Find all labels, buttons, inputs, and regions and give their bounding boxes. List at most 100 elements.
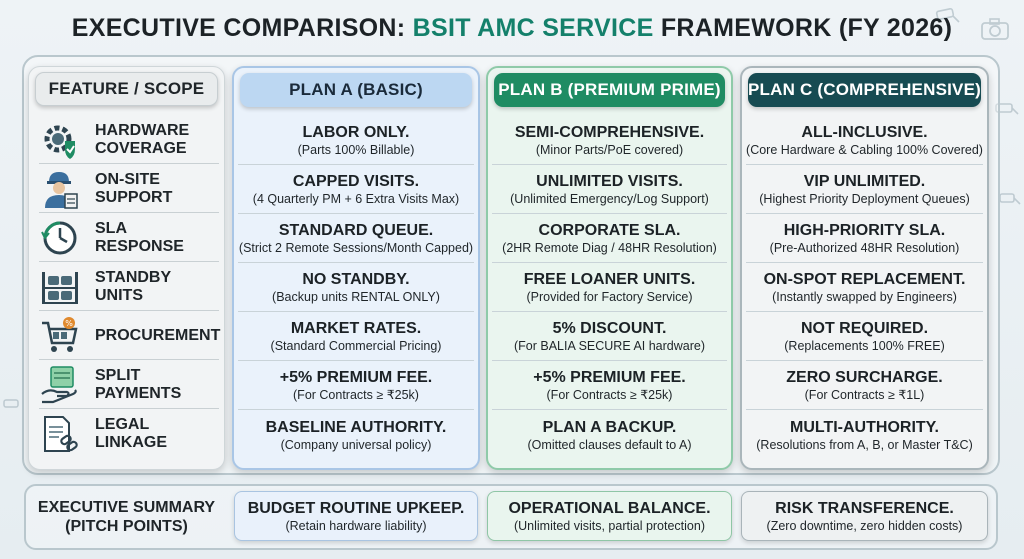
cell-sub: (Provided for Factory Service) — [526, 290, 693, 304]
camera-shelf-icon — [42, 271, 78, 304]
plan-a-header: PLAN A (BASIC) — [240, 73, 472, 107]
cell-main: +5% PREMIUM FEE. — [279, 369, 433, 386]
cell-main: UNLIMITED VISITS. — [536, 173, 683, 190]
cctv-camera-icon — [3, 399, 19, 408]
summary-sub: (Unlimited visits, partial protection) — [513, 518, 706, 533]
summary-plan-a: BUDGET ROUTINE UPKEEP.(Retain hardware l… — [234, 491, 478, 541]
cell-sub: (Company universal policy) — [280, 437, 432, 452]
cell-main: 5% DISCOUNT. — [552, 320, 667, 337]
plan-a-column: PLAN A (BASIC) LABOR ONLY. (Parts 100% Bi… — [232, 66, 480, 470]
plan-a-cell-standby: NO STANDBY. (Backup units RENTAL ONLY) — [238, 264, 474, 312]
plan-a-cell-split-payments: +5% PREMIUM FEE.(For Contracts ≥ ₹25k) — [238, 362, 474, 410]
plan-c-cell-hardware: ALL-INCLUSIVE.(Core Hardware & Cabling 1… — [746, 117, 983, 165]
plan-a-cell-legal: BASELINE AUTHORITY.(Company universal po… — [238, 411, 474, 459]
page-title: EXECUTIVE COMPARISON: BSIT AMC SERVICE F… — [0, 14, 1024, 43]
clock-icon — [41, 221, 77, 254]
plan-c-cell-standby: ON-SPOT REPLACEMENT. (Instantly swapped b… — [746, 264, 983, 312]
cell-main: HIGH-PRIORITY SLA. — [783, 222, 946, 239]
feature-row-standby: STANDBY UNITS — [39, 263, 219, 311]
title-accent: BSIT AMC SERVICE — [412, 14, 654, 42]
cell-sub: (Resolutions from A, B, or Master T&C) — [756, 437, 973, 452]
cell-sub: (Instantly swapped by Engineers) — [772, 290, 957, 304]
feature-row-onsite: ON-SITE SUPPORT — [39, 165, 219, 213]
cell-main: ZERO SURCHARGE. — [786, 369, 943, 386]
cell-sub: (Replacements 100% FREE) — [784, 339, 945, 353]
cell-main: VIP UNLIMITED. — [803, 173, 926, 190]
summary-main: RISK TRANSFERENCE. — [775, 499, 954, 517]
cell-sub: (For Contracts ≥ ₹25k) — [546, 388, 673, 402]
feature-row-legal: LEGAL LINKAGE — [39, 410, 219, 458]
cell-main: ALL-INCLUSIVE. — [801, 124, 928, 141]
plan-b-cell-procurement: 5% DISCOUNT.(For BALIA SECURE AI hardwar… — [492, 313, 727, 361]
cell-main: NOT REQUIRED. — [800, 320, 929, 337]
cell-sub: (Strict 2 Remote Sessions/Month Capped) — [238, 241, 474, 255]
cctv-camera-icon — [995, 103, 1019, 115]
svg-text:%: % — [65, 319, 73, 328]
cell-sub: (2HR Remote Diag / 48HR Resolution) — [502, 241, 717, 255]
plan-b-cell-standby: FREE LOANER UNITS. (Provided for Factory … — [492, 264, 727, 312]
cell-main: CORPORATE SLA. — [538, 222, 681, 239]
title-suffix: FRAMEWORK (FY 2026) — [660, 14, 953, 42]
cell-main: ON-SPOT REPLACEMENT. — [763, 271, 966, 288]
camera-icon — [981, 18, 1009, 40]
cell-sub: (For Contracts ≥ ₹1L) — [804, 388, 925, 402]
cell-sub: (Backup units RENTAL ONLY) — [272, 290, 440, 304]
plan-b-column: PLAN B (PREMIUM PRIME) SEMI-COMPREHENSIV… — [486, 66, 733, 470]
plan-c-cell-procurement: NOT REQUIRED. (Replacements 100% FREE) — [746, 313, 983, 361]
technician-icon — [45, 171, 78, 209]
cell-sub: (4 Quarterly PM + 6 Extra Visits Max) — [252, 192, 460, 206]
plan-a-cell-procurement: MARKET RATES. (Standard Commercial Pricin… — [238, 313, 474, 361]
executive-summary-label: EXECUTIVE SUMMARY (PITCH POINTS) — [37, 499, 216, 535]
feature-row-procurement: % PROCUREMENT — [39, 312, 221, 360]
plan-c-header: PLAN C (COMPREHENSIVE) — [748, 73, 981, 107]
feature-label: SPLIT PAYMENTS — [95, 366, 182, 402]
plan-b-cell-split-payments: +5% PREMIUM FEE. (For Contracts ≥ ₹25k) — [492, 362, 727, 410]
summary-main: OPERATIONAL BALANCE. — [508, 499, 711, 517]
cctv-camera-icon — [935, 7, 960, 23]
plan-c-cell-split-payments: ZERO SURCHARGE. (For Contracts ≥ ₹1L) — [746, 362, 983, 410]
plan-c-cell-sla: HIGH-PRIORITY SLA. (Pre-Authorized 48HR R… — [746, 215, 983, 263]
summary-main: BUDGET ROUTINE UPKEEP. — [247, 499, 465, 517]
feature-label: PROCUREMENT — [95, 326, 221, 344]
cell-main: LABOR ONLY. — [302, 124, 410, 141]
cell-main: STANDARD QUEUE. — [278, 222, 434, 239]
plan-b-cell-sla: CORPORATE SLA. (2HR Remote Diag / 48HR Re… — [492, 215, 727, 263]
plan-a-cell-onsite: CAPPED VISITS.(4 Quarterly PM + 6 Extra … — [238, 166, 474, 214]
plan-b-cell-onsite: UNLIMITED VISITS.(Unlimited Emergency/Lo… — [492, 166, 727, 214]
summary-plan-b: OPERATIONAL BALANCE.(Unlimited visits, p… — [487, 491, 732, 541]
feature-label: HARDWARE COVERAGE — [95, 121, 190, 157]
cctv-camera-icon — [999, 193, 1021, 205]
cell-main: FREE LOANER UNITS. — [523, 271, 696, 288]
cell-sub: (Highest Priority Deployment Queues) — [759, 192, 970, 206]
hand-bill-icon — [41, 365, 77, 403]
plan-b-cell-hardware: SEMI-COMPREHENSIVE. (Minor Parts/PoE cove… — [492, 117, 727, 165]
plan-c-cell-legal: MULTI-AUTHORITY.(Resolutions from A, B, … — [746, 411, 983, 459]
plan-c-cell-onsite: VIP UNLIMITED. (Highest Priority Deployme… — [746, 166, 983, 214]
document-link-icon — [44, 416, 78, 452]
cell-sub: (Standard Commercial Pricing) — [270, 339, 442, 353]
feature-label: LEGAL LINKAGE — [95, 416, 167, 451]
cell-sub: (Pre-Authorized 48HR Resolution) — [769, 241, 960, 255]
feature-row-hardware: HARDWARE COVERAGE — [39, 116, 219, 164]
summary-sub: (Retain hardware liability) — [285, 518, 427, 533]
cell-sub: (Parts 100% Billable) — [297, 143, 415, 157]
cell-sub: (Omitted clauses default to A) — [527, 437, 692, 452]
cell-main: MARKET RATES. — [290, 320, 422, 337]
feature-row-sla: SLA RESPONSE — [39, 214, 219, 262]
cell-main: SEMI-COMPREHENSIVE. — [514, 124, 705, 141]
feature-label: SLA RESPONSE — [95, 219, 184, 255]
title-prefix: EXECUTIVE COMPARISON: — [71, 14, 406, 42]
cell-sub: (Minor Parts/PoE covered) — [535, 143, 684, 157]
cart-icon: % — [42, 316, 78, 352]
cell-main: PLAN A BACKUP. — [542, 418, 677, 436]
feature-row-split-payments: SPLIT PAYMENTS — [39, 361, 219, 409]
cell-main: +5% PREMIUM FEE. — [533, 369, 686, 386]
gear-shield-icon — [44, 125, 75, 159]
plan-a-cell-sla: STANDARD QUEUE. (Strict 2 Remote Sessions… — [238, 215, 474, 263]
cell-main: BASELINE AUTHORITY. — [265, 418, 447, 436]
cell-main: NO STANDBY. — [302, 271, 410, 288]
summary-plan-c: RISK TRANSFERENCE.(Zero downtime, zero h… — [741, 491, 988, 541]
plan-b-cell-legal: PLAN A BACKUP.(Omitted clauses default t… — [492, 411, 727, 459]
summary-sub: (Zero downtime, zero hidden costs) — [766, 518, 963, 533]
feature-column-header: FEATURE / SCOPE — [35, 72, 218, 106]
